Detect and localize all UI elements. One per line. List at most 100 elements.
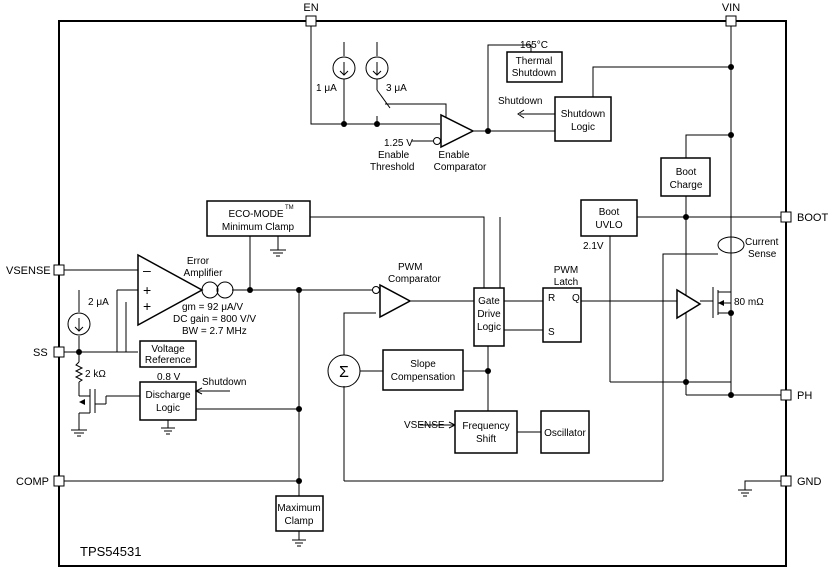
- svg-text:Logic: Logic: [477, 322, 501, 333]
- svg-text:2.1V: 2.1V: [583, 241, 604, 252]
- svg-text:Enable: Enable: [378, 150, 410, 161]
- svg-text:165°C: 165°C: [520, 40, 548, 51]
- error-amplifier: – + + Error Amplifier gm = 92 μA/V DC ga…: [137, 253, 256, 337]
- svg-text:Comparator: Comparator: [388, 274, 441, 285]
- pin-ph: PH: [780, 389, 812, 402]
- svg-text:+: +: [143, 282, 151, 298]
- svg-text:UVLO: UVLO: [595, 220, 622, 231]
- svg-text:Boot: Boot: [676, 167, 697, 178]
- svg-text:R: R: [548, 293, 555, 304]
- svg-text:80 mΩ: 80 mΩ: [734, 297, 764, 308]
- svg-text:Gate: Gate: [478, 296, 500, 307]
- svg-text:0.8 V: 0.8 V: [157, 372, 181, 383]
- svg-text:DC gain = 800 V/V: DC gain = 800 V/V: [173, 314, 256, 325]
- pin-vin: VIN: [722, 2, 740, 27]
- pin-ss: SS: [33, 346, 65, 359]
- summing-node: Σ: [327, 354, 361, 388]
- current-source-3ua: 3 μA: [365, 56, 407, 94]
- wires: [59, 21, 786, 496]
- current-sense: Current Sense: [717, 236, 779, 260]
- current-source-1ua: 1 μA: [316, 56, 356, 94]
- svg-text:Charge: Charge: [670, 180, 703, 191]
- svg-text:Shutdown: Shutdown: [498, 96, 542, 107]
- svg-text:Frequency: Frequency: [462, 421, 509, 432]
- eco-mode-clamp-block: ECO-MODE TM Minimum Clamp: [206, 200, 311, 257]
- svg-text:BW = 2.7 MHz: BW = 2.7 MHz: [182, 326, 247, 337]
- current-source-2ua: 2 μA: [67, 297, 109, 336]
- svg-text:ECO-MODE: ECO-MODE: [229, 209, 284, 220]
- svg-text:–: –: [143, 262, 151, 278]
- thermal-shutdown-block: 165°C Thermal Shutdown: [506, 40, 563, 83]
- shutdown-signal: Shutdown: [498, 96, 542, 119]
- svg-text:Q: Q: [572, 293, 580, 304]
- maximum-clamp-block: Maximum Clamp: [275, 495, 324, 547]
- svg-text:GND: GND: [797, 476, 822, 488]
- shutdown-logic-block: Shutdown Logic: [554, 96, 612, 142]
- pin-boot: BOOT: [780, 211, 828, 224]
- svg-text:PH: PH: [797, 390, 812, 402]
- svg-text:1 μA: 1 μA: [316, 83, 337, 94]
- svg-text:Σ: Σ: [339, 364, 349, 381]
- svg-text:Enable: Enable: [438, 150, 470, 161]
- gate-driver-buffer: [676, 288, 702, 320]
- svg-text:Error: Error: [187, 256, 210, 267]
- svg-text:PWM: PWM: [398, 262, 422, 273]
- pwm-latch-block: PWM Latch R Q S: [542, 265, 582, 343]
- svg-text:Shift: Shift: [476, 434, 496, 445]
- svg-text:Discharge: Discharge: [145, 390, 190, 401]
- svg-text:Minimum Clamp: Minimum Clamp: [222, 222, 295, 233]
- svg-text:TM: TM: [285, 205, 294, 211]
- svg-text:Shutdown: Shutdown: [202, 377, 246, 388]
- svg-text:PWM: PWM: [554, 265, 578, 276]
- svg-text:Latch: Latch: [554, 277, 578, 288]
- junction-dots: [76, 64, 734, 484]
- pin-vsense: VSENSE: [6, 264, 65, 277]
- frequency-shift-block: VSENSE Frequency Shift: [404, 410, 518, 454]
- svg-text:Reference: Reference: [145, 355, 192, 366]
- svg-text:Boot: Boot: [599, 207, 620, 218]
- svg-text:Clamp: Clamp: [285, 516, 314, 527]
- high-side-mosfet: 80 mΩ: [718, 297, 764, 308]
- svg-text:Current: Current: [745, 237, 779, 248]
- svg-text:Comparator: Comparator: [434, 162, 487, 173]
- pin-comp: COMP: [16, 475, 65, 488]
- svg-text:EN: EN: [303, 2, 318, 14]
- svg-text:Threshold: Threshold: [370, 162, 414, 173]
- svg-text:Shutdown: Shutdown: [512, 68, 556, 79]
- discharge-logic-block: Discharge Logic Shutdown: [139, 377, 246, 435]
- boot-charge-block: Boot Charge: [660, 157, 711, 197]
- svg-text:Sense: Sense: [748, 249, 777, 260]
- svg-text:Oscillator: Oscillator: [544, 428, 586, 439]
- svg-text:BOOT: BOOT: [797, 212, 828, 224]
- svg-text:S: S: [548, 327, 555, 338]
- svg-text:Voltage: Voltage: [151, 344, 185, 355]
- voltage-reference-block: Voltage Reference 0.8 V: [139, 340, 197, 383]
- svg-text:Thermal: Thermal: [516, 56, 553, 67]
- svg-text:1.25 V: 1.25 V: [384, 138, 413, 149]
- svg-text:Maximum: Maximum: [277, 503, 320, 514]
- svg-text:Logic: Logic: [571, 122, 595, 133]
- pin-en: EN: [303, 2, 319, 27]
- svg-text:VSENSE: VSENSE: [6, 265, 51, 277]
- ground-symbol: [738, 489, 752, 497]
- gate-drive-logic-block: Gate Drive Logic: [473, 287, 505, 347]
- svg-text:Amplifier: Amplifier: [184, 268, 224, 279]
- slope-compensation-block: Slope Compensation: [382, 349, 464, 391]
- svg-text:Drive: Drive: [477, 309, 501, 320]
- svg-text:gm = 92 μA/V: gm = 92 μA/V: [182, 302, 243, 313]
- svg-text:Logic: Logic: [156, 403, 180, 414]
- svg-text:2 μA: 2 μA: [88, 297, 109, 308]
- part-number: TPS54531: [80, 544, 141, 559]
- ss-resistor: 2 kΩ: [74, 361, 106, 383]
- oscillator-block: Oscillator: [540, 410, 590, 454]
- pin-gnd: GND: [780, 475, 822, 488]
- discharge-switch: [71, 389, 107, 437]
- svg-text:Compensation: Compensation: [391, 372, 455, 383]
- pwm-comparator: PWM Comparator: [372, 262, 441, 319]
- svg-text:Shutdown: Shutdown: [561, 109, 605, 120]
- svg-text:+: +: [143, 298, 151, 314]
- enable-comparator: 1.25 V Enable Threshold Enable Comparato…: [370, 113, 487, 173]
- svg-text:2 kΩ: 2 kΩ: [85, 369, 106, 380]
- svg-text:3 μA: 3 μA: [386, 83, 407, 94]
- svg-text:SS: SS: [33, 347, 48, 359]
